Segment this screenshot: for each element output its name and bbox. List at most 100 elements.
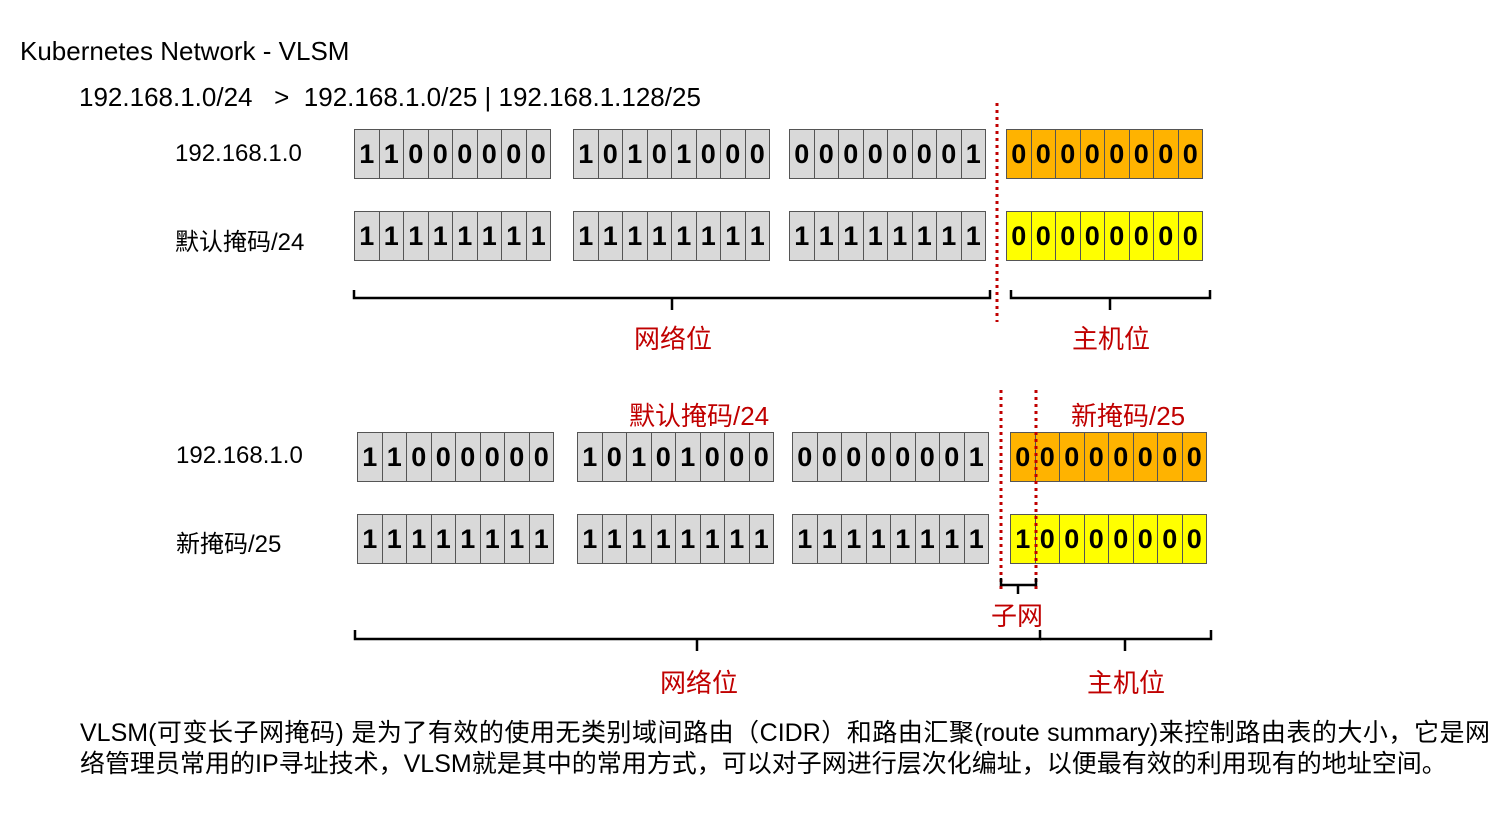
- bit-cell: 1: [792, 514, 818, 564]
- bit-cell: 1: [378, 211, 404, 261]
- d2-host-brace: [1040, 630, 1213, 651]
- bit-cell: 0: [695, 129, 721, 179]
- bit-cell: 1: [357, 432, 383, 482]
- d2-mask-label: 新掩码/25: [176, 531, 282, 558]
- bit-cell: 1: [622, 211, 648, 261]
- bit-cell: 0: [939, 432, 965, 482]
- bit-cell: 1: [597, 211, 623, 261]
- bit-cell: 1: [381, 432, 407, 482]
- bit-cell: 1: [573, 129, 599, 179]
- bit-cell: 0: [744, 129, 770, 179]
- d2-subnet-label: 子网: [991, 601, 1044, 631]
- d1-host-bits-label: 主机位: [1072, 324, 1151, 354]
- bit-cell: 0: [646, 129, 672, 179]
- bit-cell: 1: [354, 129, 380, 179]
- bit-cell: 1: [357, 514, 383, 564]
- bit-cell: 0: [1132, 432, 1158, 482]
- bit-cell: 1: [650, 514, 676, 564]
- bit-cell: 0: [1153, 211, 1179, 261]
- vlsm-description: VLSM(可变长子网掩码) 是为了有效的使用无类别域间路由（CIDR）和路由汇聚…: [80, 719, 1490, 778]
- bit-cell: 0: [792, 432, 818, 482]
- bit-cell: 0: [403, 129, 429, 179]
- bit-cell: 1: [699, 514, 725, 564]
- bit-cell: 0: [748, 432, 774, 482]
- bit-cell: 0: [936, 129, 962, 179]
- bit-cell: 1: [816, 514, 842, 564]
- bit-cell: 0: [1006, 129, 1032, 179]
- bit-cell: 0: [406, 432, 432, 482]
- d2-subnet-brace: [999, 578, 1038, 594]
- bit-cell: 0: [1181, 514, 1207, 564]
- bit-cell: 0: [1177, 211, 1203, 261]
- bit-cell: 1: [1010, 514, 1036, 564]
- bit-cell: 1: [960, 211, 986, 261]
- bit-cell: 0: [479, 432, 505, 482]
- bit-cell: 1: [890, 514, 916, 564]
- d2-host-bits-label: 主机位: [1087, 668, 1166, 698]
- bit-cell: 1: [911, 211, 937, 261]
- bit-cell: 0: [528, 432, 554, 482]
- bit-cell: 0: [1181, 432, 1207, 482]
- bit-cell: 0: [1059, 432, 1085, 482]
- bit-cell: 1: [813, 211, 839, 261]
- bit-cell: 0: [597, 129, 623, 179]
- bit-cell: 1: [577, 432, 603, 482]
- bit-cell: 0: [1030, 129, 1056, 179]
- bit-cell: 0: [1177, 129, 1203, 179]
- bit-cell: 0: [1055, 211, 1081, 261]
- bit-cell: 0: [650, 432, 676, 482]
- bit-cell: 1: [963, 432, 989, 482]
- bit-cell: 1: [525, 211, 551, 261]
- bit-cell: 0: [1055, 129, 1081, 179]
- bit-cell: 1: [914, 514, 940, 564]
- d1-mask-label: 默认掩码/24: [175, 229, 305, 256]
- bit-cell: 1: [455, 514, 481, 564]
- d1-ip-label: 192.168.1.0: [175, 140, 302, 167]
- bit-cell: 1: [378, 129, 404, 179]
- bit-cell: 0: [1153, 129, 1179, 179]
- bit-cell: 1: [501, 211, 527, 261]
- bit-cell: 0: [1083, 432, 1109, 482]
- bit-cell: 0: [720, 129, 746, 179]
- bit-cell: 1: [573, 211, 599, 261]
- bit-cell: 0: [1132, 514, 1158, 564]
- d1-network-brace: [352, 290, 992, 310]
- bit-cell: 1: [452, 211, 478, 261]
- bit-cell: 1: [862, 211, 888, 261]
- bit-cell: 1: [427, 211, 453, 261]
- bit-cell: 0: [455, 432, 481, 482]
- bit-cell: 1: [695, 211, 721, 261]
- bit-cell: 1: [960, 129, 986, 179]
- bit-cell: 0: [1079, 211, 1105, 261]
- bit-cell: 0: [427, 129, 453, 179]
- bit-cell: 0: [1006, 211, 1032, 261]
- bit-cell: 1: [936, 211, 962, 261]
- bit-cell: 1: [601, 514, 627, 564]
- bit-cell: 1: [748, 514, 774, 564]
- bit-cell: 0: [1010, 432, 1036, 482]
- bit-cell: 0: [525, 129, 551, 179]
- bit-cell: 1: [403, 211, 429, 261]
- d1-host-brace: [1009, 290, 1212, 310]
- d2-network-bits-label: 网络位: [660, 668, 739, 698]
- d1-network-bits-label: 网络位: [634, 324, 713, 354]
- d2-default-mask-label: 默认掩码/24: [629, 401, 770, 431]
- page-title: Kubernetes Network - VLSM: [20, 36, 350, 66]
- bit-cell: 1: [406, 514, 432, 564]
